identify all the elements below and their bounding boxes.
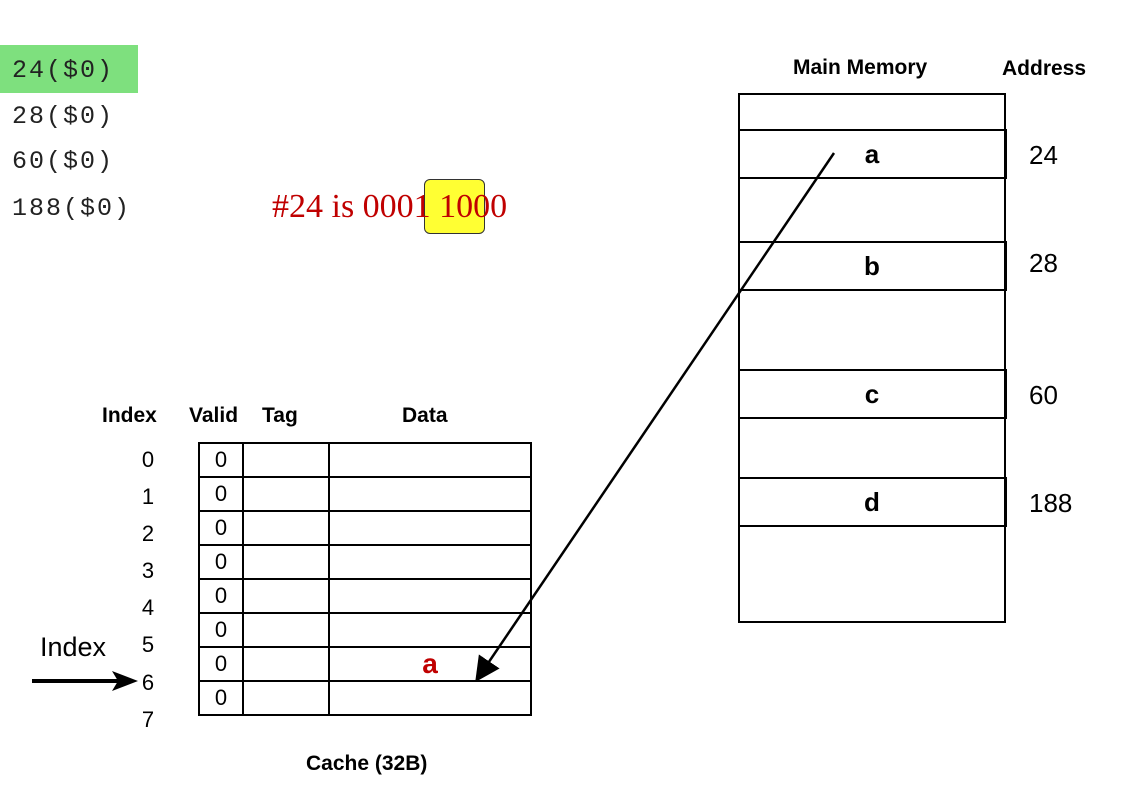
address-item-60: 60($0) — [12, 147, 115, 176]
memory-address-60: 60 — [1029, 380, 1058, 410]
cache-data-cell — [328, 680, 532, 716]
cache-tag-cell — [242, 612, 330, 648]
cache-data-cell — [328, 544, 532, 580]
memory-address-188: 188 — [1029, 488, 1073, 518]
cache-tag-cell — [242, 680, 330, 716]
cache-valid-bit: 0 — [198, 612, 244, 648]
cache-row: 0 — [198, 680, 532, 716]
cache-index-7: 7 — [141, 707, 155, 732]
cache-data-cell — [328, 578, 532, 614]
address-item-28: 28($0) — [12, 102, 115, 131]
cache-index-3: 3 — [141, 558, 155, 583]
cache-header-index: Index — [102, 404, 157, 427]
memory-cell-d: d — [738, 477, 1007, 527]
cache-valid-bit: 0 — [198, 646, 244, 682]
cache-tag-cell — [242, 510, 330, 546]
memory-cell-a: a — [738, 129, 1007, 179]
cache-row: 0 — [198, 612, 532, 648]
cache-table: 0 0 0 0 0 0 0 a 0 — [198, 442, 532, 716]
memory-address-28: 28 — [1029, 248, 1058, 278]
binary-note: #24 is 0001 1000 — [272, 188, 508, 225]
memory-title: Main Memory — [793, 56, 928, 79]
cache-data-cell — [328, 442, 532, 478]
memory-cell-b: b — [738, 241, 1007, 291]
cache-index-4: 4 — [141, 595, 155, 620]
cache-valid-bit: 0 — [198, 544, 244, 580]
cache-row: 0 — [198, 510, 532, 546]
cache-row: 0 — [198, 442, 532, 478]
cache-data-cell: a — [328, 646, 532, 682]
cache-data-cell — [328, 612, 532, 648]
cache-valid-bit: 0 — [198, 510, 244, 546]
cache-index-1: 1 — [141, 484, 155, 509]
cache-row: 0 a — [198, 646, 532, 682]
cache-header-data: Data — [402, 404, 448, 427]
cache-row: 0 — [198, 476, 532, 512]
cache-valid-bit: 0 — [198, 680, 244, 716]
cache-row: 0 — [198, 578, 532, 614]
cache-index-6: 6 — [141, 670, 155, 695]
index-pointer-arrowhead — [112, 671, 138, 691]
cache-data-cell — [328, 476, 532, 512]
cache-caption: Cache (32B) — [306, 752, 428, 775]
cache-header-valid: Valid — [189, 404, 239, 427]
cache-index-5: 5 — [141, 632, 155, 657]
memory-cell-c: c — [738, 369, 1007, 419]
cache-valid-bit: 0 — [198, 578, 244, 614]
cache-tag-cell — [242, 442, 330, 478]
address-item-188: 188($0) — [12, 194, 132, 223]
cache-tag-cell — [242, 646, 330, 682]
cache-data-cell — [328, 510, 532, 546]
index-pointer-label: Index — [40, 632, 107, 662]
memory-address-24: 24 — [1029, 140, 1058, 170]
address-header: Address — [1002, 57, 1087, 80]
cache-tag-cell — [242, 544, 330, 580]
cache-row: 0 — [198, 544, 532, 580]
cache-valid-bit: 0 — [198, 476, 244, 512]
cache-tag-cell — [242, 578, 330, 614]
cache-header-tag: Tag — [262, 404, 298, 427]
cache-valid-bit: 0 — [198, 442, 244, 478]
cache-index-2: 2 — [141, 521, 155, 546]
address-item-24: 24($0) — [12, 56, 115, 85]
cache-tag-cell — [242, 476, 330, 512]
address-highlight — [0, 45, 138, 93]
cache-index-0: 0 — [141, 447, 155, 472]
index-bits-highlight — [424, 179, 485, 234]
